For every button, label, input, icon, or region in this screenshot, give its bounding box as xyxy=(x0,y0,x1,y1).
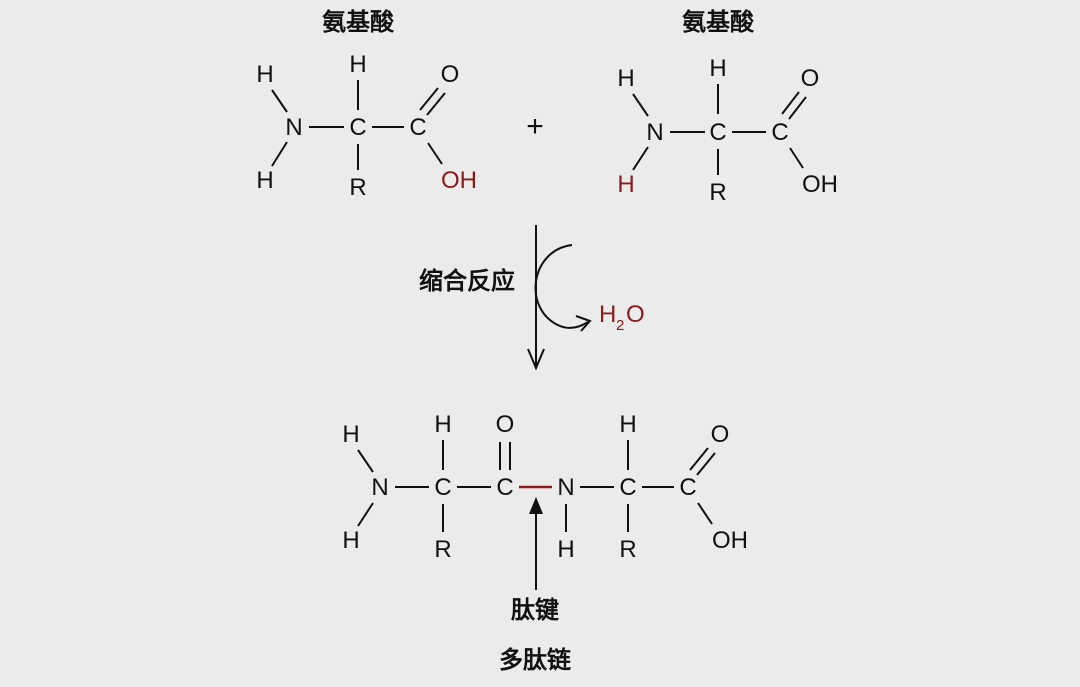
bond xyxy=(697,502,713,525)
atom-h: H xyxy=(619,411,636,438)
bond xyxy=(632,93,649,117)
bond-double xyxy=(788,96,807,120)
atom-r: R xyxy=(619,536,636,563)
bond xyxy=(357,449,374,473)
atom-oh: OH xyxy=(712,527,748,554)
plus-sign: + xyxy=(526,110,544,143)
reaction-arrow-head xyxy=(527,348,545,371)
atom-o: O xyxy=(496,411,515,438)
bond-double xyxy=(696,452,716,476)
atom-h: H xyxy=(256,61,273,88)
atom-n: N xyxy=(646,119,663,146)
atom-r: R xyxy=(349,174,366,201)
bond-double xyxy=(426,92,446,116)
curved-arrow-head xyxy=(575,315,592,332)
water-h: H xyxy=(599,301,616,328)
amino-acid-right: H H N H C R C O OH xyxy=(617,55,838,206)
bond-double xyxy=(689,447,709,471)
bond-double xyxy=(781,91,800,115)
atom-n: N xyxy=(285,114,302,141)
atom-o: O xyxy=(801,65,820,92)
atom-h: H xyxy=(342,421,359,448)
atom-c-carboxyl: C xyxy=(409,114,426,141)
atom-c-carbonyl: C xyxy=(496,474,513,501)
bond xyxy=(789,147,804,169)
atom-o: O xyxy=(441,61,460,88)
atom-c-carboxyl: C xyxy=(679,474,696,501)
bond xyxy=(271,141,288,167)
atom-h: H xyxy=(709,55,726,82)
water-molecule: H 2 O xyxy=(599,301,645,334)
atom-oh-removed: OH xyxy=(441,167,477,194)
atom-r: R xyxy=(709,179,726,206)
atom-h: H xyxy=(342,527,359,554)
atom-oh: OH xyxy=(802,171,838,198)
reaction-label: 缩合反应 xyxy=(419,267,515,295)
atom-c-alpha: C xyxy=(349,114,366,141)
atom-h: H xyxy=(557,536,574,563)
atom-n: N xyxy=(557,474,574,501)
atom-c-alpha: C xyxy=(434,474,451,501)
polypeptide-label: 多肽链 xyxy=(499,646,572,674)
atom-h-removed: H xyxy=(617,171,634,198)
dipeptide: H H N H C R O C N H H C R C O OH xyxy=(342,411,748,563)
atom-h: H xyxy=(434,411,451,438)
amino-acid-right-label: 氨基酸 xyxy=(682,8,755,36)
atom-n: N xyxy=(371,474,388,501)
bond xyxy=(271,89,288,113)
atom-h: H xyxy=(349,51,366,78)
atom-h: H xyxy=(256,167,273,194)
peptide-bond-pointer-head xyxy=(529,497,543,514)
atom-o: O xyxy=(711,421,730,448)
amino-acid-left-label: 氨基酸 xyxy=(322,8,395,36)
atom-c-alpha: C xyxy=(619,474,636,501)
bond xyxy=(632,146,649,171)
peptide-bond-label: 肽键 xyxy=(511,596,559,624)
bond-double xyxy=(419,87,439,111)
amino-acid-left: H H N H C R C O OH xyxy=(256,51,477,201)
bond xyxy=(357,502,374,527)
curved-arrow xyxy=(534,244,589,329)
atom-c-carboxyl: C xyxy=(771,119,788,146)
atom-r: R xyxy=(434,536,451,563)
water-subscript: 2 xyxy=(616,317,624,334)
atom-h: H xyxy=(617,65,634,92)
bond xyxy=(427,142,443,165)
water-o: O xyxy=(626,301,645,328)
atom-c-alpha: C xyxy=(709,119,726,146)
